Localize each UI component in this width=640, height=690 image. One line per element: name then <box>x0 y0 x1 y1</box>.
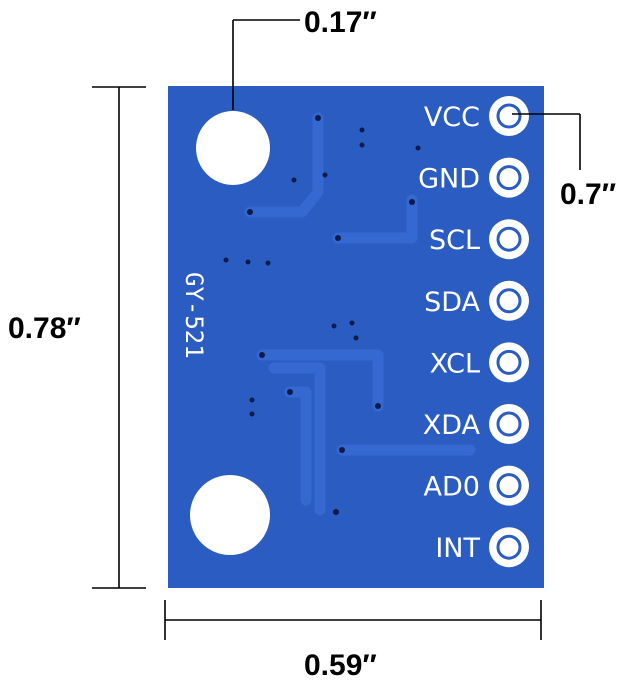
dimension-board-width <box>164 600 542 640</box>
pin-label-scl: SCL <box>429 225 480 256</box>
dimension-pin-pitch <box>512 113 581 170</box>
pin-pad-ad0 <box>489 465 529 506</box>
dimension-mounting-hole <box>232 19 300 110</box>
mounting-hole-bottom <box>190 475 270 555</box>
pin-hole-int <box>496 534 522 560</box>
pin-label-vcc: VCC <box>424 102 480 133</box>
pin-label-sda: SDA <box>424 287 480 318</box>
pin-hole-gnd <box>496 165 522 191</box>
pin-hole-xda <box>496 411 522 437</box>
dimension-board-height-label: 0.78″ <box>8 312 81 345</box>
dimension-mounting-hole-label: 0.17″ <box>304 6 377 39</box>
pin-label-int: INT <box>435 533 480 564</box>
board-model-label: GY-521 <box>180 272 208 359</box>
pin-label-ad0: AD0 <box>424 472 480 503</box>
pin-pad-gnd <box>489 157 529 198</box>
pin-label-xda: XDA <box>423 410 481 441</box>
pin-pad-sda <box>489 280 529 321</box>
dimension-board-height <box>92 86 146 589</box>
pin-pad-vcc <box>489 96 529 136</box>
dimension-board-width-label: 0.59″ <box>304 649 377 682</box>
pin-hole-xcl <box>496 349 522 375</box>
pin-label-gnd: GND <box>418 164 480 195</box>
pin-label-xcl: XCL <box>430 348 480 379</box>
dimension-pin-pitch-label: 0.7″ <box>560 178 616 211</box>
pin-hole-scl <box>496 226 522 252</box>
pin-pad-xda <box>489 404 529 444</box>
pcb-traces <box>244 112 476 516</box>
pin-pad-xcl <box>489 342 529 383</box>
pin-pad-int <box>489 527 529 568</box>
pcb-vias <box>223 115 421 515</box>
mounting-hole-top <box>196 111 270 185</box>
pin-hole-sda <box>496 288 522 314</box>
pin-pad-scl <box>489 219 529 260</box>
pin-hole-vcc <box>496 103 522 129</box>
pin-hole-ad0 <box>496 473 522 499</box>
